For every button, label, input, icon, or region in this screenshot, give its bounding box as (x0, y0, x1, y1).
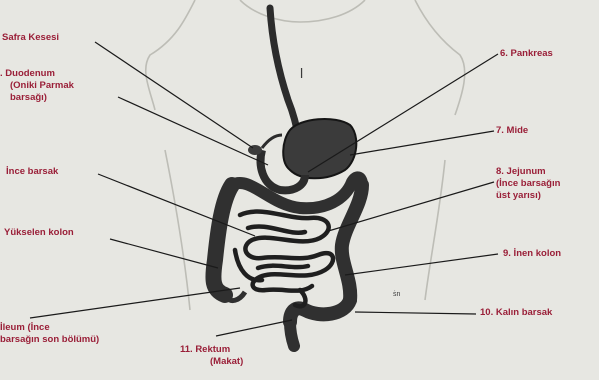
label-ascending-colon: Yükselen kolon (4, 227, 74, 239)
label-gallbladder: Safra Kesesi (2, 32, 59, 44)
label-jejunum: 8. Jejunum (İnce barsağın üst yarısı) (496, 166, 560, 202)
label-small-intestine: İnce barsak (6, 166, 58, 178)
descending-colon (342, 185, 362, 300)
ascending-colon-label-text: Yükselen kolon (4, 227, 74, 239)
duodenum-label-line3: barsağı) (0, 92, 74, 104)
large-intestine-label-text: 10. Kalın barsak (480, 307, 552, 319)
jejunum-label-text: 8. Jejunum (496, 166, 560, 178)
duodenum-label-text: . Duodenum (0, 68, 74, 80)
leader-stomach (350, 131, 494, 155)
leader-pancreas (308, 54, 498, 172)
label-stomach: 7. Mide (496, 125, 528, 137)
esophagus (270, 8, 298, 135)
jejunum-label-line3: üst yarısı) (496, 190, 560, 202)
rectum-label-line2: (Makat) (180, 356, 243, 368)
duodenum-label-line2: (Oniki Parmak (0, 80, 74, 92)
leader-descending-colon (345, 254, 498, 275)
ascending-colon (213, 185, 232, 295)
gallbladder-label-text: Safra Kesesi (2, 32, 59, 44)
leader-rectum (216, 320, 292, 336)
label-rectum: 11. Rektum (Makat) (180, 344, 243, 368)
leader-ileum (30, 288, 240, 318)
label-duodenum: . Duodenum (Oniki Parmak barsağı) (0, 68, 74, 104)
pancreas-label-text: 6. Pankreas (500, 48, 553, 60)
leader-ascending-colon (110, 239, 218, 268)
ileum-label-text: İleum (İnce (0, 322, 99, 334)
label-pancreas: 6. Pankreas (500, 48, 553, 60)
leader-gallbladder (95, 42, 253, 148)
transverse-colon (232, 177, 362, 208)
sigmoid-colon (290, 300, 350, 322)
svg-text:l: l (300, 65, 303, 81)
svg-text:ṡn: ṡn (393, 291, 401, 298)
small-intestine (235, 212, 333, 307)
stomach-label-text: 7. Mide (496, 125, 528, 137)
ileum-label-line2: barsağın son bölümü) (0, 334, 99, 346)
leader-large-intestine (355, 312, 476, 314)
descending-colon-label-text: 9. İnen kolon (503, 248, 561, 260)
label-ileum: İleum (İnce barsağın son bölümü) (0, 322, 99, 346)
jejunum-label-line2: (İnce barsağın (496, 178, 560, 190)
rectum (290, 322, 294, 346)
label-large-intestine: 10. Kalın barsak (480, 307, 552, 319)
rectum-label-text: 11. Rektum (180, 344, 243, 356)
label-descending-colon: 9. İnen kolon (503, 248, 561, 260)
small-intestine-label-text: İnce barsak (6, 166, 58, 178)
